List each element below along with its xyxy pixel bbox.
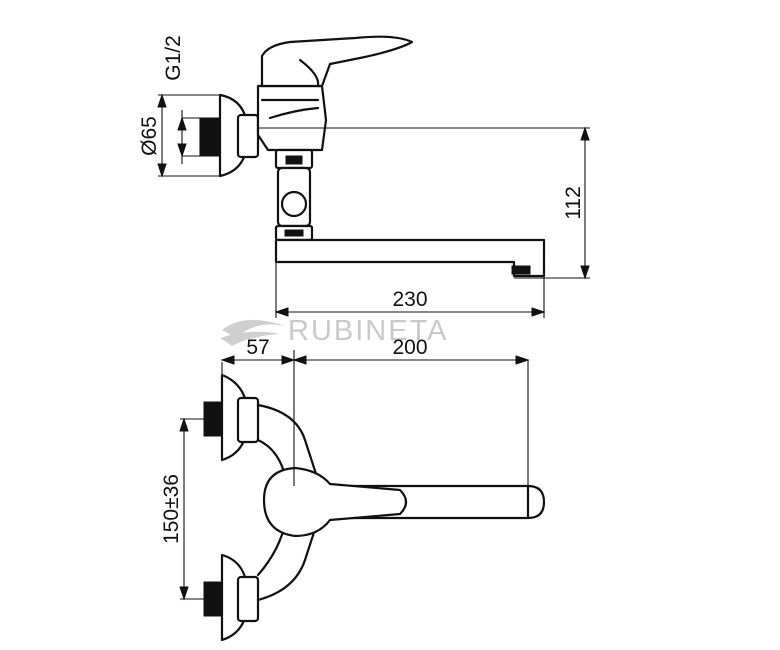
dim-spout-length-label: 230 [392, 288, 427, 311]
connector-nut [236, 113, 260, 159]
dim-spout-length: 230 [274, 262, 546, 318]
dim-spout-reach: 200 [292, 336, 530, 365]
spout [274, 238, 546, 278]
brand-watermark-text: RUBINETA [288, 315, 448, 347]
dim-diameter-label: Ø65 [138, 116, 161, 156]
upper-nut [236, 396, 260, 444]
lever-handle [260, 35, 414, 88]
dim-diameter: Ø65 [138, 93, 220, 178]
thread-insert [199, 117, 221, 157]
dim-offset-label: 57 [246, 336, 269, 359]
top-view [180, 350, 546, 642]
dim-spout-reach-label: 200 [392, 336, 427, 359]
lower-nut [236, 575, 260, 623]
dim-thread: G1/2 [162, 35, 200, 164]
dim-offset: 57 [220, 336, 296, 365]
dim-height: 112 [562, 126, 590, 280]
dim-center-distance: 150±36 [160, 417, 189, 601]
lower-inlet [203, 581, 223, 617]
mixer-body [256, 84, 328, 152]
brand-logo-swoosh [220, 319, 285, 346]
lever-top [262, 466, 408, 538]
side-view [199, 35, 590, 279]
upper-inlet [203, 401, 223, 437]
dim-center-distance-label: 150±36 [160, 474, 183, 544]
dim-thread-label: G1/2 [162, 35, 185, 81]
brand-watermark: RUBINETA [220, 315, 448, 347]
dim-height-label: 112 [562, 186, 585, 219]
